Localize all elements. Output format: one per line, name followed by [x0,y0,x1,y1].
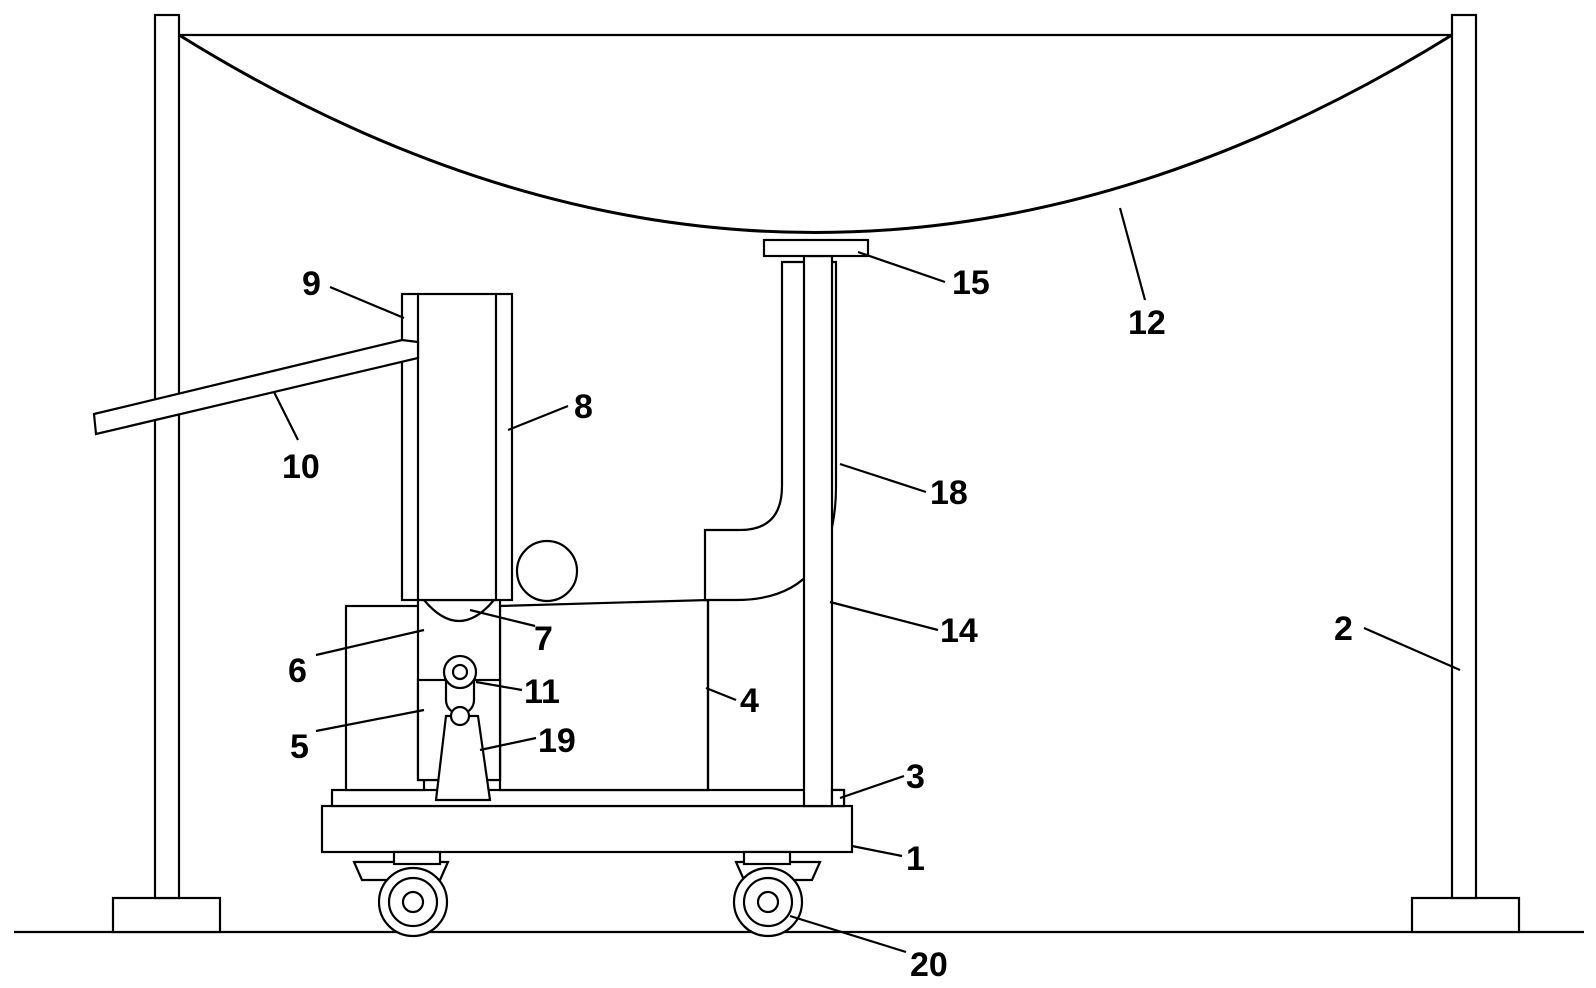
leader-19 [479,736,537,752]
left-wheel-axle [401,890,425,914]
label-3: 3 [906,758,925,796]
leader-1 [851,844,903,858]
label-4: 4 [740,682,759,720]
column-foot [830,788,846,808]
label-9: 9 [302,265,321,303]
left-housing-block [344,604,426,792]
handle-rod [92,338,420,436]
right-post [1450,13,1478,900]
label-5: 5 [290,728,309,766]
upper-column [400,292,514,602]
leader-18 [839,462,927,494]
leader-3 [839,774,905,800]
leader-12 [1118,207,1147,301]
frame [111,13,1521,934]
leader-8 [507,404,569,432]
label-6: 6 [288,652,307,690]
right-caster-stem [742,850,792,866]
left-caster-stem [392,850,442,866]
lower-pivot-pin [449,705,471,727]
label-18: 18 [930,474,968,512]
curved-cable [178,33,1453,234]
left-post [153,13,181,900]
leader-5 [315,708,425,733]
leader-4 [705,686,737,702]
reference-labels: 9 10 8 15 12 18 14 2 7 6 11 4 5 19 3 1 2… [282,264,1353,984]
label-8: 8 [574,388,593,426]
leader-11 [475,680,523,692]
roller-seat [423,599,495,623]
support-column [802,254,834,808]
label-12: 12 [1128,304,1166,342]
pivot-support [434,714,492,802]
ball [515,539,579,603]
label-7: 7 [534,620,553,658]
label-10: 10 [282,448,320,486]
label-19: 19 [538,722,576,760]
label-15: 15 [952,264,990,302]
top-plate [762,238,870,258]
label-2: 2 [1334,610,1353,648]
leader-6 [315,628,425,657]
leader-9 [329,285,405,320]
cart-top-plate [330,788,846,808]
label-11: 11 [524,673,560,711]
leader-20 [789,914,907,954]
right-wheel-axle [756,890,780,914]
cart [320,788,854,938]
housing [344,598,710,792]
label-14: 14 [940,612,978,650]
label-1: 1 [906,840,925,878]
leader-15 [857,250,946,284]
label-20: 20 [910,946,948,984]
leader-14 [829,600,939,632]
leader-lines [273,207,1461,954]
cart-platform [320,804,854,854]
upper-pivot-pin [451,663,469,681]
leader-7 [469,608,536,628]
leader-2 [1363,626,1461,672]
right-post-base [1410,896,1521,934]
left-post-base [111,896,222,934]
leader-10 [273,391,299,441]
